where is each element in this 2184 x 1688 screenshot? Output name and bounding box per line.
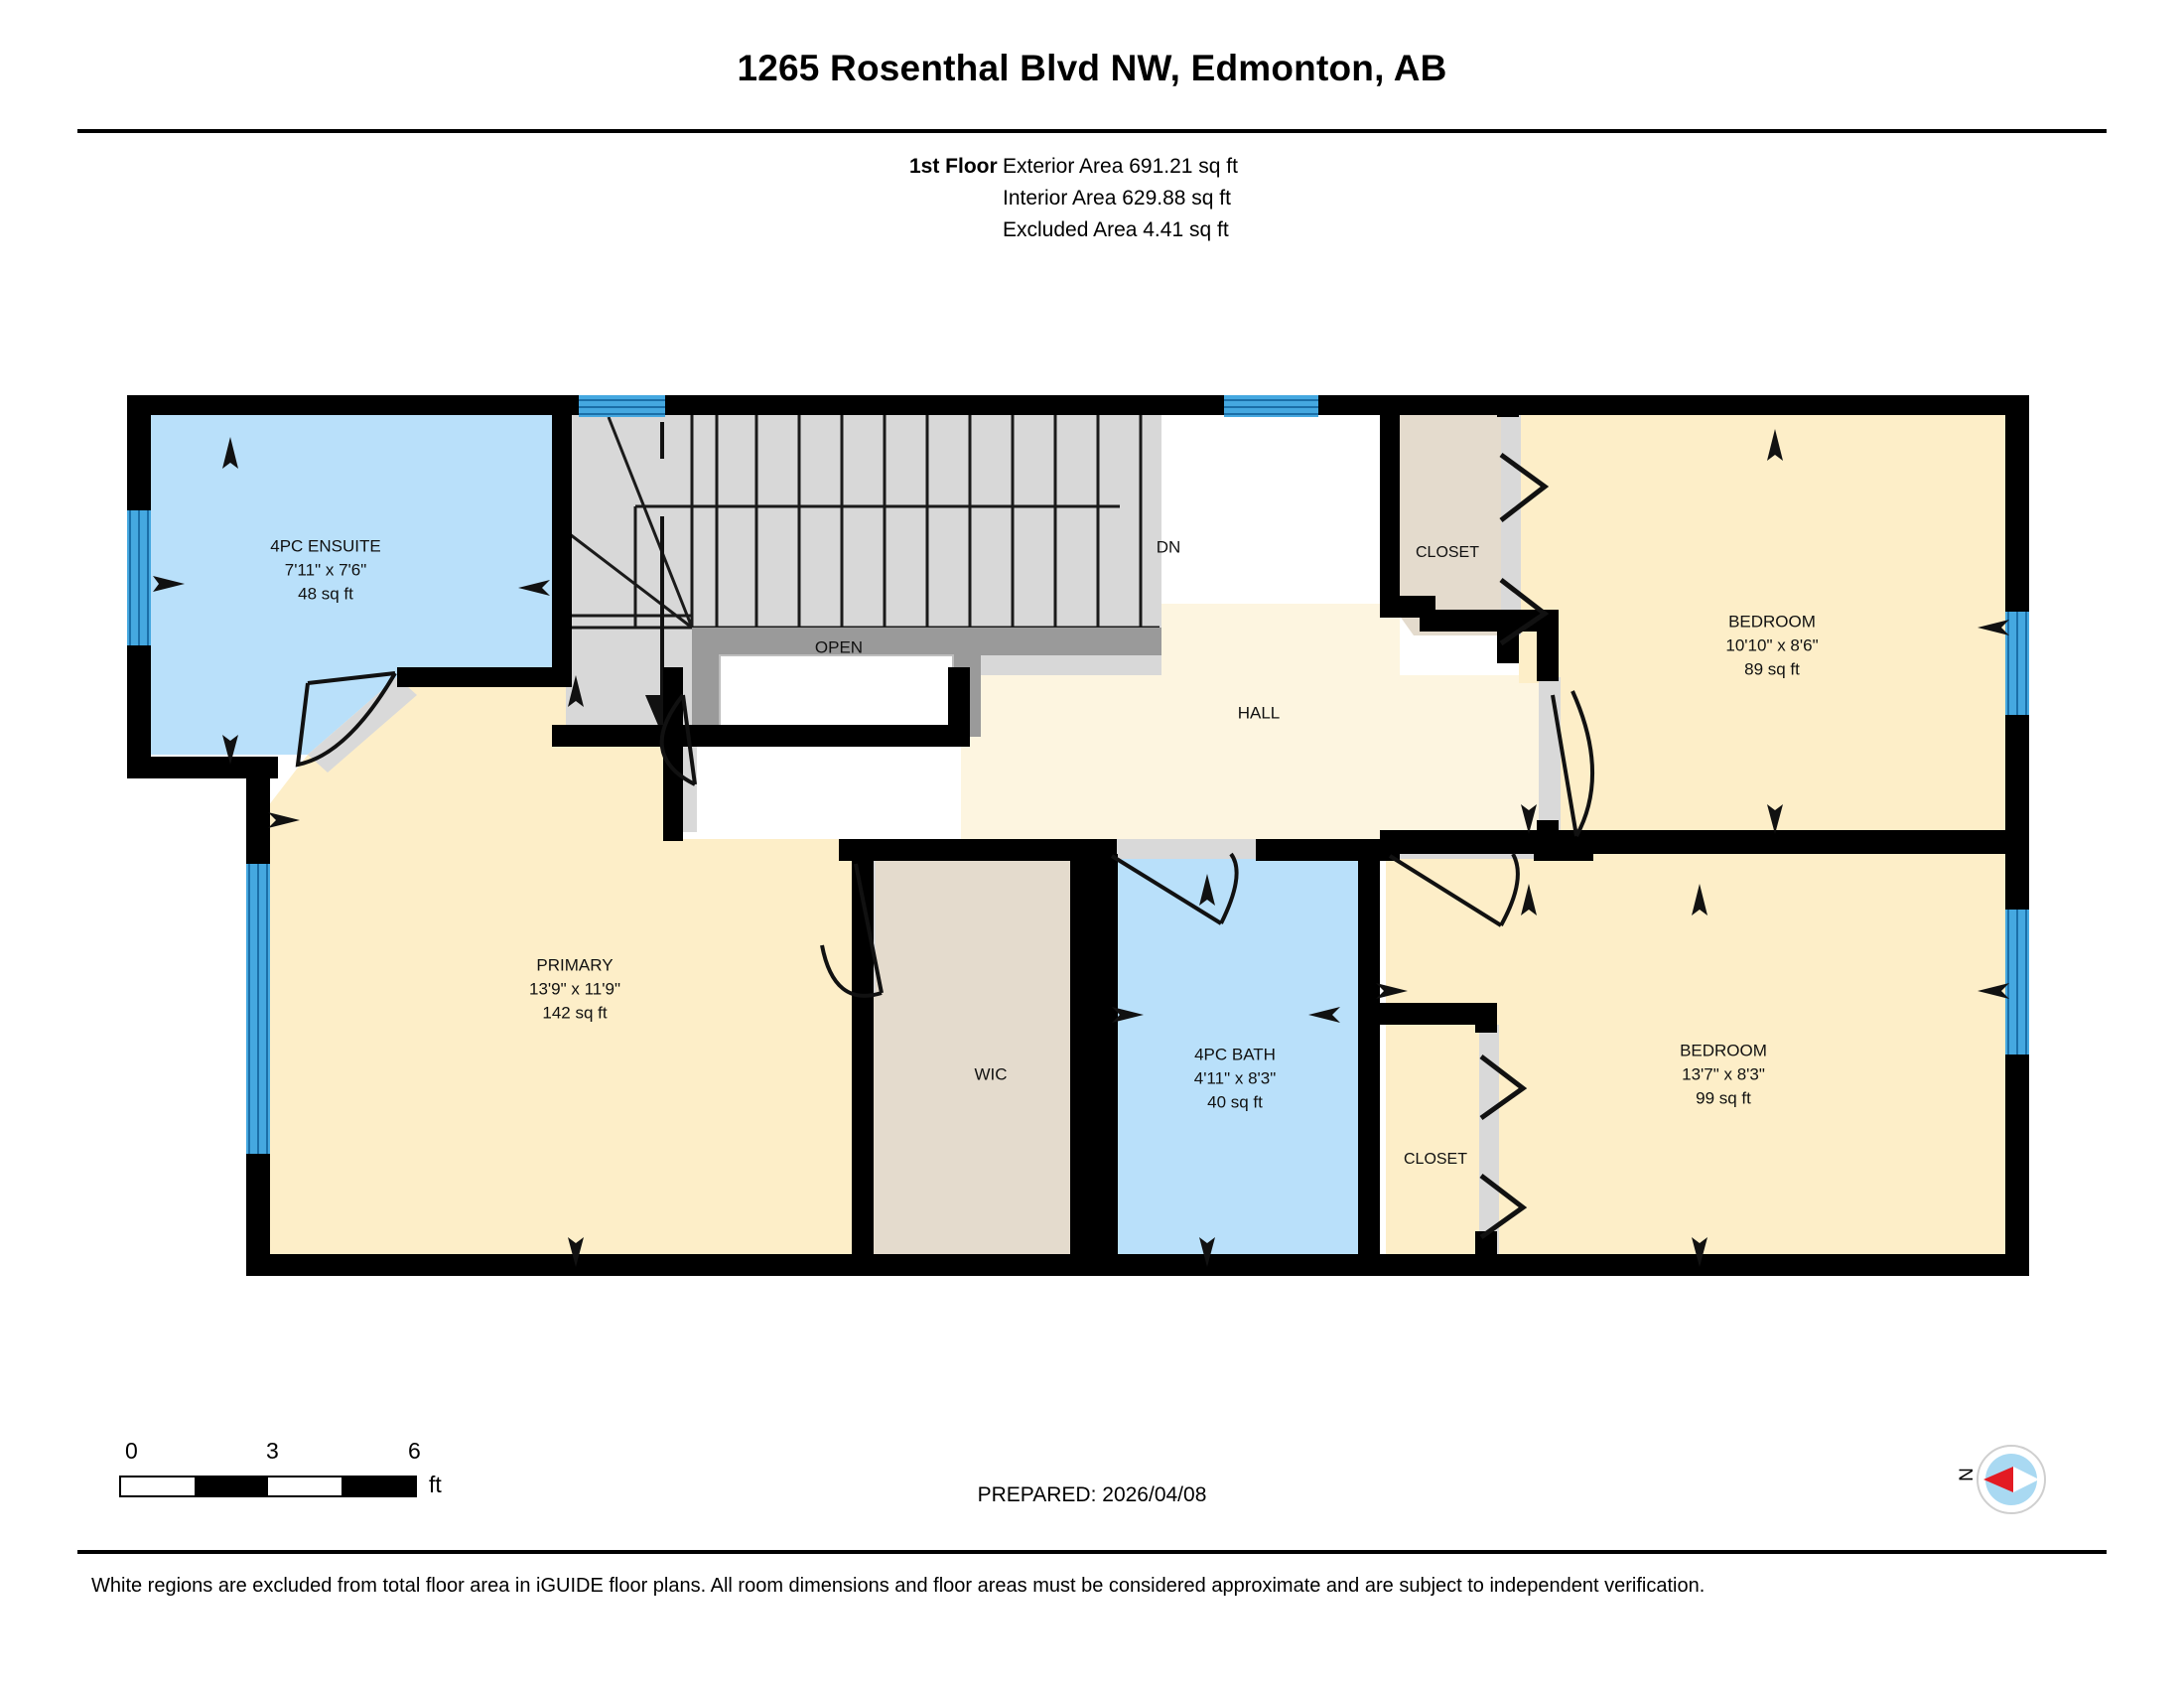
open-void-region [719,654,954,738]
compass-needle-north [1983,1467,2013,1492]
room-label-bath-dims: 4'11" x 8'3" [1194,1068,1277,1087]
door-jamb-hall-bedroom-upper [1539,677,1561,832]
room-label-bedroom-upper-area: 89 sq ft [1744,659,1800,678]
stairs-nosing [692,628,1161,655]
windows [127,395,2029,1154]
open-void-label: OPEN [815,637,863,656]
room-label-ensuite-name: 4PC ENSUITE [270,536,380,555]
room-label-ensuite-area: 48 sq ft [298,584,353,603]
view-arrows [153,429,2009,1267]
prepared-date: PREPARED: 2026/04/08 [977,1483,1207,1506]
interior-area-text: Interior Area 629.88 sq ft [1003,187,1231,210]
room-label-bedroom-lower-dims: 13'7" x 8'3" [1682,1064,1765,1083]
area-summary: 1st Floor Exterior Area 691.21 sq ft Int… [909,151,1238,246]
stair-winder-lines [565,416,694,630]
scale-tick-0: 0 [125,1438,138,1464]
excluded-area-text: Excluded Area 4.41 sq ft [1003,218,1229,241]
scale-seg-2 [195,1477,268,1495]
scale-seg-4 [341,1477,415,1495]
scale-tick-6: 6 [408,1438,421,1464]
footer-divider [77,1550,2107,1554]
compass-needle-south [2013,1467,2039,1492]
room-fill-bedroom-lower-top [1386,854,2025,1025]
scale-tick-3: 3 [266,1438,279,1464]
stairs-rail-left [692,628,720,737]
room-label-bedroom-upper-dims: 10'10" x 8'6" [1725,635,1818,654]
door-jamb-hall-bath [1110,839,1267,859]
room-label-hall-name: HALL [1238,703,1281,722]
scale-seg-1 [121,1477,195,1495]
room-label-ensuite-dims: 7'11" x 7'6" [285,560,367,579]
footer-disclaimer: White regions are excluded from total fl… [91,1575,1706,1597]
room-label-closet-lower: CLOSET [1404,1151,1467,1168]
room-label-bedroom-lower-name: BEDROOM [1680,1041,1767,1059]
room-fill-bedroom-upper [1519,405,2025,832]
bifold-doors [1479,452,1550,1240]
scale-unit-label: ft [429,1472,442,1497]
room-label-primary-area: 142 sq ft [542,1003,607,1022]
stairs-dn-label: DN [1157,537,1181,556]
floor-label: 1st Floor [909,155,998,178]
room-label-wic-name: WIC [974,1064,1007,1083]
compass-rose [1976,1444,2047,1515]
room-fill-bath [1117,854,1360,1256]
room-fill-wic [872,854,1075,1256]
room-label-primary-name: PRIMARY [536,955,613,974]
exterior-area-text: Exterior Area 691.21 sq ft [1003,155,1238,178]
room-fill-primary [248,677,854,1256]
room-label-closet-upper: CLOSET [1416,544,1479,561]
header-divider [77,129,2107,133]
room-label-bath-area: 40 sq ft [1207,1092,1263,1111]
room-label-bedroom-upper-name: BEDROOM [1728,612,1816,631]
scale-seg-3 [268,1477,341,1495]
door-swings [295,671,1595,998]
door-jamb-closet-lower [1479,1025,1499,1256]
scale-bar [119,1476,417,1497]
room-label-bath-name: 4PC BATH [1194,1045,1276,1063]
page-title: 1265 Rosenthal Blvd NW, Edmonton, AB [737,48,1447,88]
room-fill-closet-upper [1394,405,1501,635]
room-fill-ensuite [127,397,566,755]
room-label-primary-dims: 13'9" x 11'9" [529,979,620,998]
room-label-bedroom-lower-area: 99 sq ft [1696,1088,1751,1107]
